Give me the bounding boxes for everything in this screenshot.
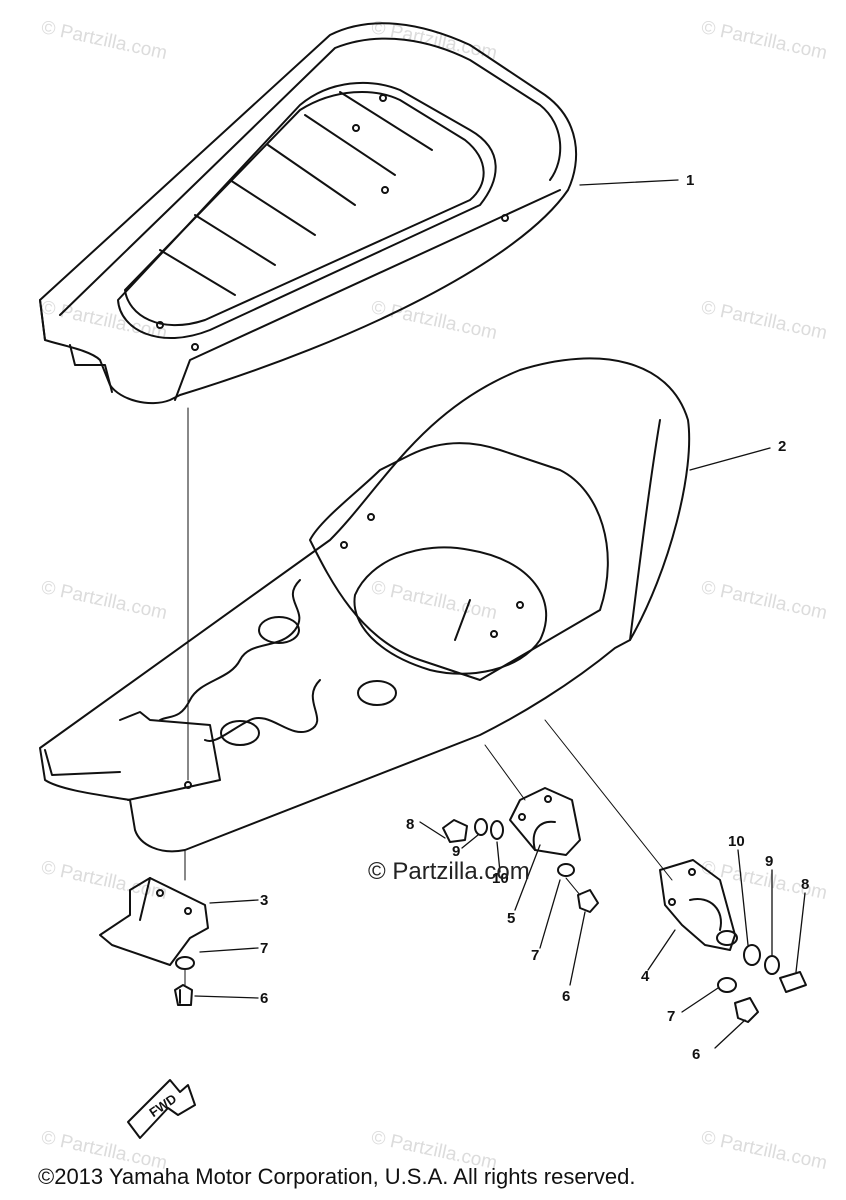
fwd-arrow-icon bbox=[127, 1079, 196, 1139]
bolt-mid-6[interactable] bbox=[577, 889, 599, 913]
washer-mid-9[interactable] bbox=[474, 818, 488, 836]
callout-6: 6 bbox=[692, 1046, 701, 1063]
leader-lines bbox=[194, 179, 806, 1049]
washer-rear-7[interactable] bbox=[717, 977, 737, 993]
callout-10: 10 bbox=[728, 833, 745, 850]
bolt-rear-8[interactable] bbox=[779, 971, 807, 993]
bolt-front-6[interactable] bbox=[174, 984, 193, 1006]
seat-cushion[interactable] bbox=[39, 22, 578, 405]
callout-7: 7 bbox=[260, 940, 269, 957]
washer-rear-9[interactable] bbox=[764, 955, 780, 975]
assembly-lines bbox=[184, 407, 673, 986]
middle-bracket[interactable] bbox=[509, 787, 581, 856]
bolt-rear-6[interactable] bbox=[734, 997, 759, 1023]
callout-6: 6 bbox=[260, 990, 269, 1007]
washer-front-7[interactable] bbox=[175, 956, 195, 970]
washer-rear-10[interactable] bbox=[743, 944, 761, 966]
callout-1: 1 bbox=[686, 172, 695, 189]
front-bracket[interactable] bbox=[99, 877, 209, 966]
callout-6: 6 bbox=[562, 988, 571, 1005]
washer-mid-7[interactable] bbox=[557, 863, 575, 877]
bolt-mid-8[interactable] bbox=[442, 819, 468, 843]
callout-8: 8 bbox=[801, 876, 810, 893]
callout-3: 3 bbox=[260, 892, 269, 909]
callout-8: 8 bbox=[406, 816, 415, 833]
callout-2: 2 bbox=[778, 438, 787, 455]
seat-base-pan[interactable] bbox=[39, 357, 691, 853]
callout-10: 10 bbox=[492, 870, 509, 887]
callout-9: 9 bbox=[765, 853, 774, 870]
callout-5: 5 bbox=[507, 910, 516, 927]
washer-mid-10[interactable] bbox=[490, 820, 504, 840]
callout-7: 7 bbox=[667, 1008, 676, 1025]
callout-9: 9 bbox=[452, 843, 461, 860]
copyright-notice: ©2013 Yamaha Motor Corporation, U.S.A. A… bbox=[38, 1164, 636, 1189]
callout-4: 4 bbox=[641, 968, 650, 985]
partzilla-mark: © Partzilla.com bbox=[368, 858, 530, 885]
rear-bracket[interactable] bbox=[659, 859, 738, 951]
callout-7: 7 bbox=[531, 947, 540, 964]
